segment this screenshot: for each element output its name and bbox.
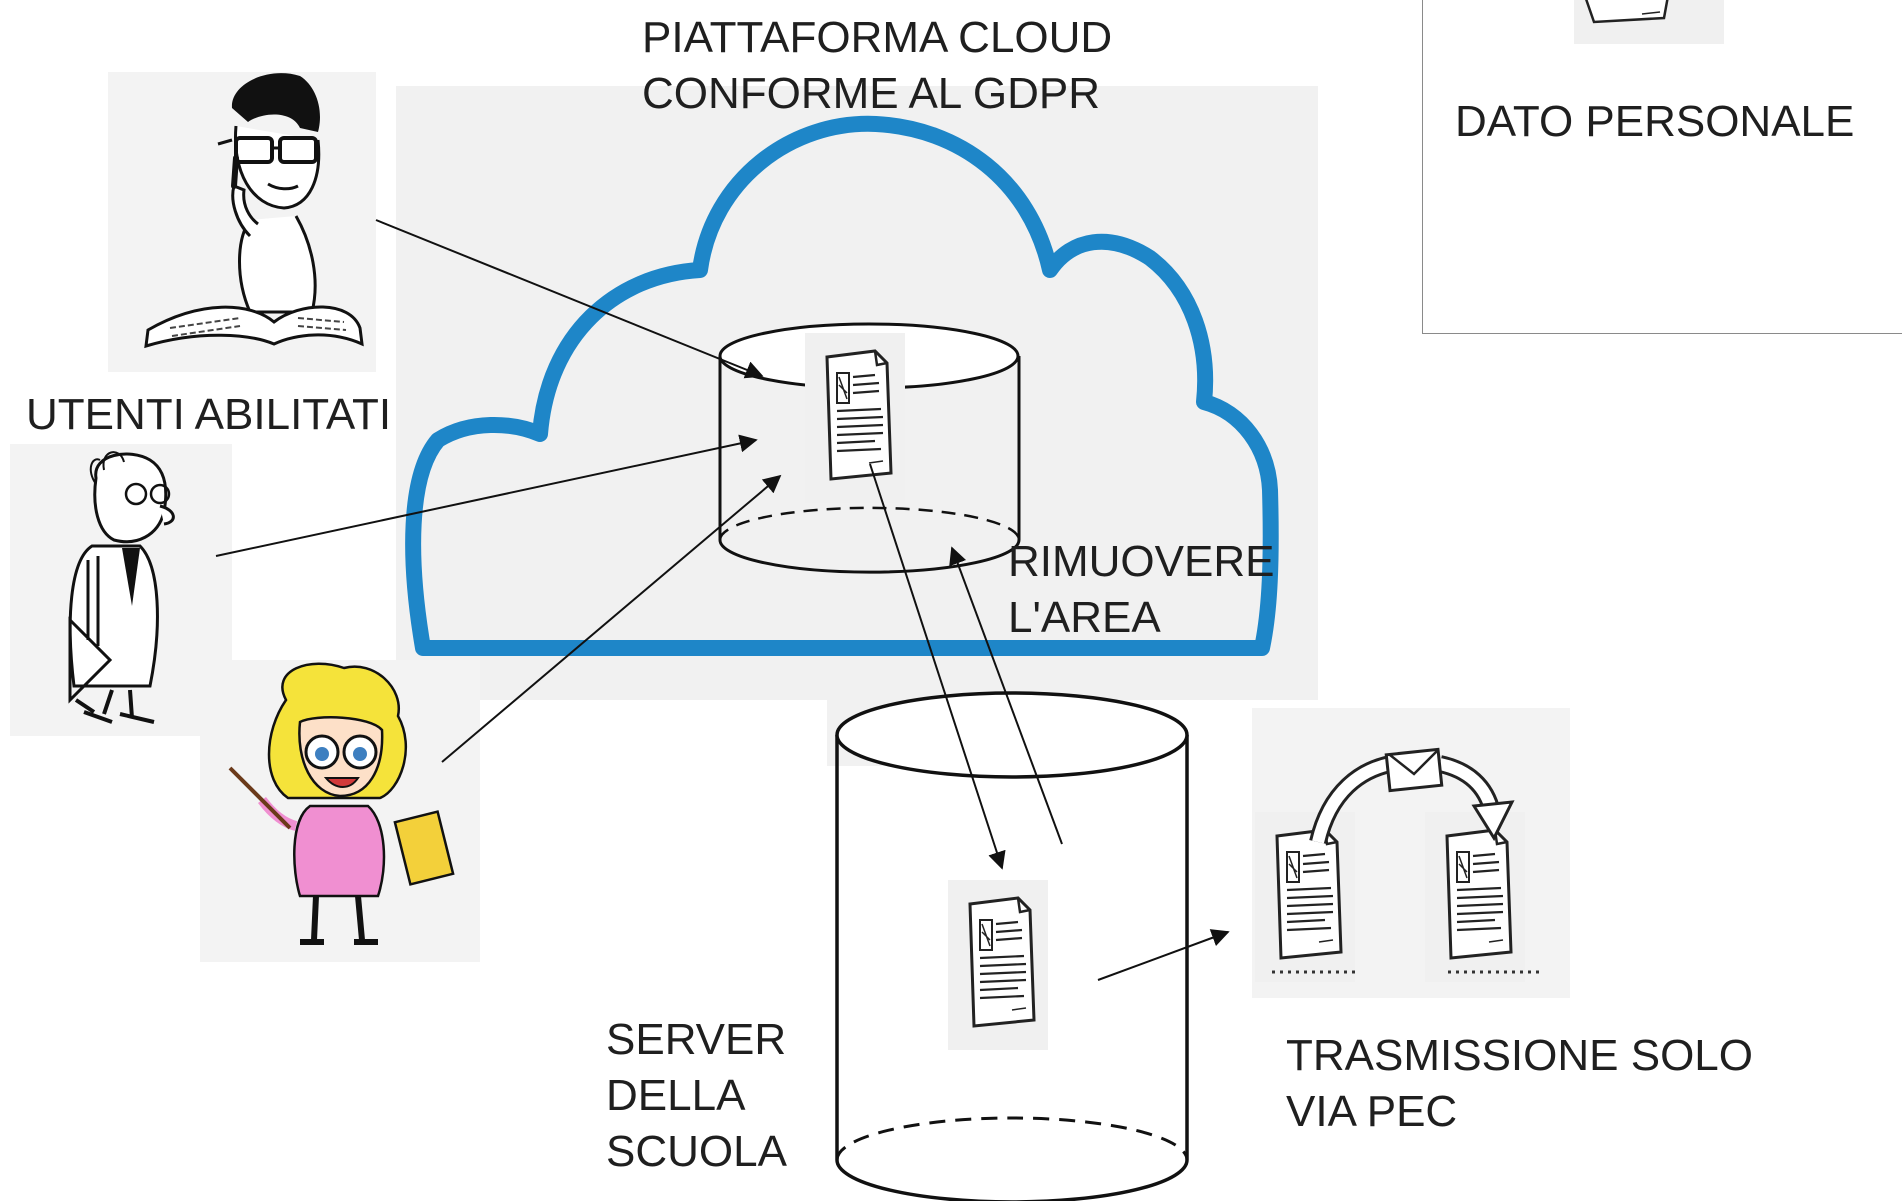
- school-server-label: SERVER DELLA SCUOLA: [606, 1015, 787, 1176]
- cloud-icon: [405, 115, 1279, 656]
- arrow-cloud-to-server: [869, 463, 1006, 870]
- arrow-server-to-pec: [1097, 929, 1230, 981]
- arrow-student-to-db: [375, 219, 764, 379]
- cloud-platform-title: PIATTAFORMA CLOUD CONFORME AL GDPR: [642, 13, 1113, 118]
- document-icon: [946, 878, 1050, 1052]
- arrow-server-to-cloud: [949, 546, 1063, 845]
- remove-area-label: RIMUOVERE L'AREA: [1008, 537, 1275, 642]
- legend-label: DATO PERSONALE: [1455, 97, 1855, 146]
- student-icon: [108, 72, 376, 372]
- pec-transmission-label: TRASMISSIONE SOLO VIA PEC: [1286, 1031, 1753, 1136]
- arrow-teacher-to-db: [441, 474, 782, 763]
- professor-icon: [10, 444, 232, 736]
- legend-box: [1422, 0, 1902, 334]
- arrow-professor-to-db: [215, 434, 758, 557]
- authorized-users-label: UTENTI ABILITATI: [26, 390, 392, 439]
- legend-document-icon: [1574, 0, 1724, 44]
- connector-arrows: [215, 219, 1230, 981]
- teacher-icon: [200, 660, 480, 962]
- pec-mail-icon: [1252, 708, 1570, 998]
- document-icon: [803, 331, 907, 505]
- server-database-icon: [835, 691, 1189, 1201]
